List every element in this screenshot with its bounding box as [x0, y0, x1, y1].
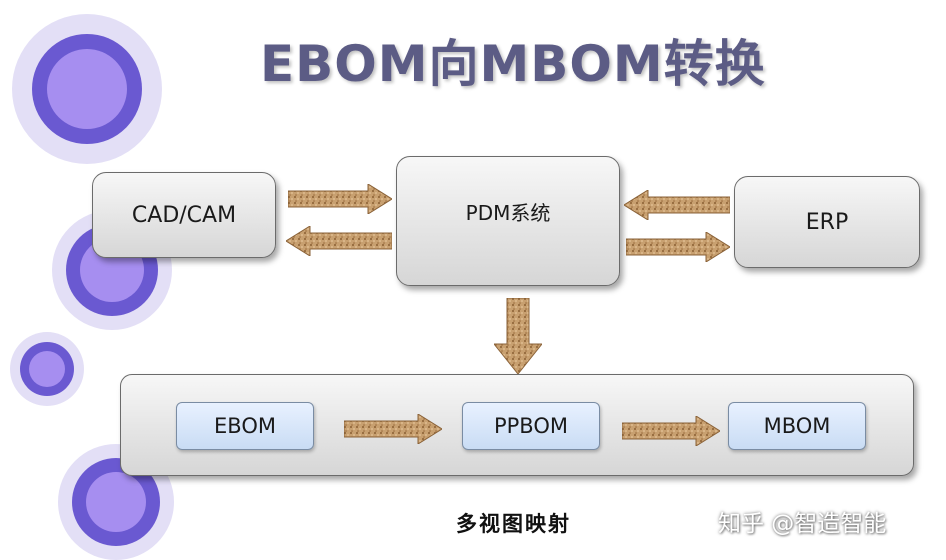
mbom-label: MBOM: [763, 414, 831, 438]
decor-circle-3-core: [29, 351, 65, 387]
decor-circle-1-core: [47, 49, 127, 129]
ebom-label: EBOM: [214, 414, 276, 438]
mbom-box: MBOM: [728, 402, 866, 450]
cad-cam-box: CAD/CAM: [92, 172, 276, 258]
arrow-erp-to-pdm: [624, 190, 730, 220]
pdm-system-box: PDM系统: [396, 156, 620, 286]
ppbom-label: PPBOM: [493, 414, 568, 438]
erp-box: ERP: [734, 176, 920, 268]
page-title: EBOM向MBOM转换: [260, 35, 766, 93]
erp-label: ERP: [805, 209, 849, 235]
arrow-pdm-down: [494, 298, 542, 374]
arrow-ebom-to-ppbom: [344, 414, 442, 444]
decor-circle-4-core: [86, 472, 146, 532]
ebom-box: EBOM: [176, 402, 314, 450]
arrow-pdm-to-erp: [626, 232, 730, 262]
cad-cam-label: CAD/CAM: [131, 202, 237, 228]
pdm-system-label: PDM系统: [465, 201, 551, 225]
arrow-pdm-to-cad: [286, 226, 392, 256]
watermark: 知乎 @智造智能: [718, 511, 887, 537]
ppbom-box: PPBOM: [462, 402, 600, 450]
arrow-cad-to-pdm: [288, 184, 392, 214]
multi-view-caption: 多视图映射: [456, 511, 571, 536]
arrow-ppbom-to-mbom: [622, 416, 720, 446]
